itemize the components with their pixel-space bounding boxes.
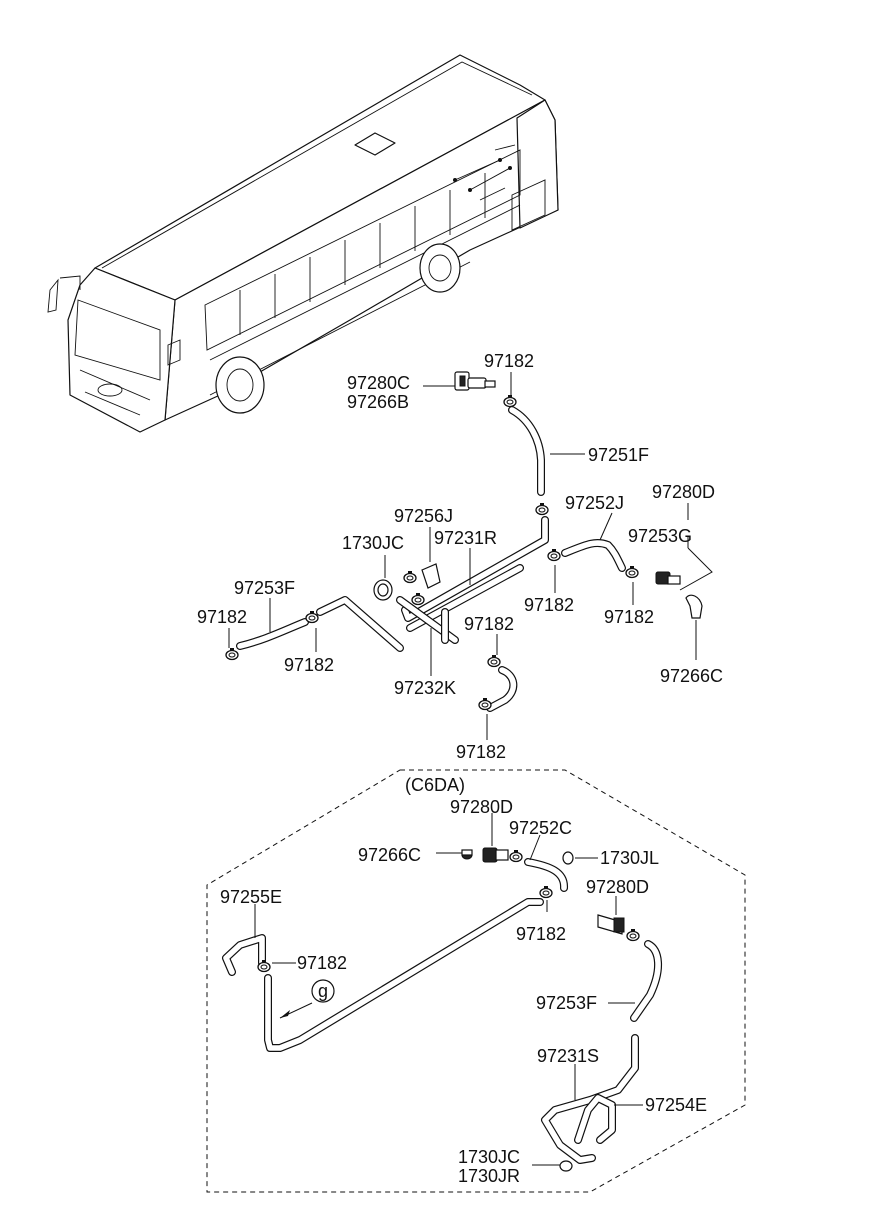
label-97232K: 97232K bbox=[394, 678, 456, 698]
label-97253G: 97253G bbox=[628, 526, 692, 546]
fitting-97266C bbox=[461, 849, 473, 860]
label-97280D: 97280D bbox=[586, 877, 649, 897]
label-97252C: 97252C bbox=[509, 818, 572, 838]
label-97182: 97182 bbox=[516, 924, 566, 944]
upper-hose-assembly bbox=[225, 371, 703, 712]
label-97256J: 97256J bbox=[394, 506, 453, 526]
label-97231R: 97231R bbox=[434, 528, 497, 548]
label-97231S: 97231S bbox=[537, 1046, 599, 1066]
label-97182: 97182 bbox=[464, 614, 514, 634]
label-97266C: 97266C bbox=[660, 666, 723, 686]
valve-97253G bbox=[655, 571, 681, 585]
label-97254E: 97254E bbox=[645, 1095, 707, 1115]
label-97182: 97182 bbox=[284, 655, 334, 675]
label-97253F: 97253F bbox=[234, 578, 295, 598]
label-97266C: 97266C bbox=[358, 845, 421, 865]
valve-97280D bbox=[482, 847, 509, 863]
valve-97280C bbox=[454, 371, 496, 391]
upper-labels: 97280C 97266B 97182 97251F 97280D 97252J… bbox=[197, 351, 723, 762]
label-97280D: 97280D bbox=[652, 482, 715, 502]
label-97251F: 97251F bbox=[588, 445, 649, 465]
label-1730JL: 1730JL bbox=[600, 848, 659, 868]
label-97280D: 97280D bbox=[450, 797, 513, 817]
label-97182: 97182 bbox=[456, 742, 506, 762]
g-marker: g bbox=[318, 981, 328, 1001]
valve-97280D-right bbox=[597, 914, 625, 935]
label-97182: 97182 bbox=[297, 953, 347, 973]
label-97182: 97182 bbox=[197, 607, 247, 627]
label-97266B: 97266B bbox=[347, 392, 409, 412]
label-97182: 97182 bbox=[604, 607, 654, 627]
label-1730JR: 1730JR bbox=[458, 1166, 520, 1186]
label-97253F: 97253F bbox=[536, 993, 597, 1013]
lower-hose-assembly: g bbox=[222, 847, 662, 1172]
bus-illustration bbox=[47, 54, 559, 433]
lower-leader-lines bbox=[254, 813, 643, 1166]
label-1730JC: 1730JC bbox=[458, 1147, 520, 1167]
lower-labels: 97280D 97252C 97266C 1730JL 97280D 97255… bbox=[220, 797, 707, 1186]
label-97252J: 97252J bbox=[565, 493, 624, 513]
label-97182: 97182 bbox=[484, 351, 534, 371]
label-1730JC: 1730JC bbox=[342, 533, 404, 553]
label-97255E: 97255E bbox=[220, 887, 282, 907]
label-97182: 97182 bbox=[524, 595, 574, 615]
upper-leader-lines bbox=[228, 372, 713, 740]
c6da-dashed-boundary bbox=[206, 769, 746, 1193]
variant-label: (C6DA) bbox=[405, 775, 465, 795]
label-97280C: 97280C bbox=[347, 373, 410, 393]
